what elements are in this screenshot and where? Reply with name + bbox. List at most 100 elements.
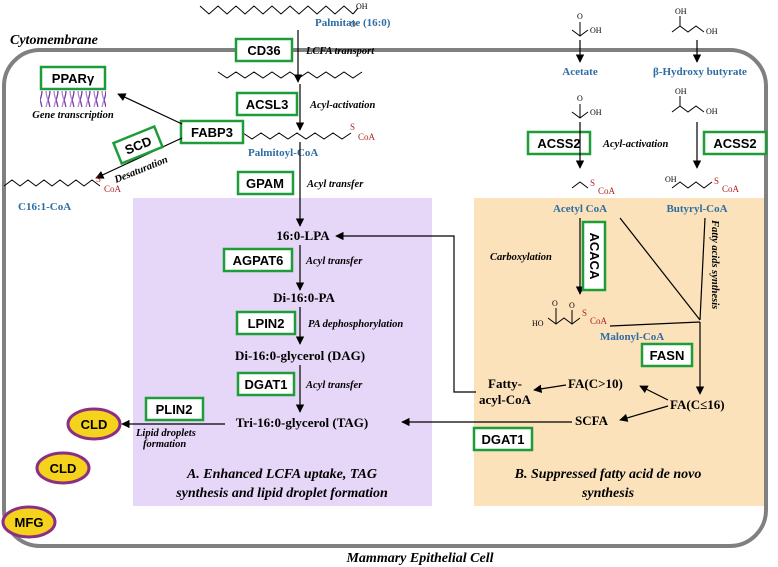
cell-label: Mammary Epithelial Cell: [345, 551, 493, 566]
c161-coa-tag: CoA: [104, 184, 122, 194]
bhb-oh: OH: [675, 7, 687, 16]
acetate-2-o: O: [577, 94, 583, 103]
malonyl-s: S: [582, 308, 587, 318]
mfg-label: MFG: [15, 515, 44, 530]
bhb-2-oh-2: OH: [706, 107, 718, 116]
c161-coa-label: C16:1-CoA: [18, 201, 71, 213]
dag-label: Di-16:0-glycerol (DAG): [235, 348, 365, 363]
line-acetyl-fasn: [619, 217, 701, 321]
acetylcoa-coa: CoA: [598, 186, 616, 196]
arrow-fatty-lpa: [335, 231, 476, 393]
lipid-droplets-label-1: Lipid droplets: [135, 428, 196, 439]
acaca-box: [581, 220, 607, 292]
fabp3-box: [179, 119, 245, 145]
panel-b-title-1: B. Suppressed fatty acid de novo: [514, 467, 702, 482]
palmitate-o: O: [350, 20, 356, 29]
scd-box: [111, 124, 165, 166]
acsl3-label: ACSL3: [246, 97, 289, 112]
acyl-transfer-2-label: Acyl transfer: [305, 256, 363, 267]
c161-chain: [3, 179, 101, 187]
acss2-right-box: [702, 130, 768, 156]
dgat1-box: [236, 371, 296, 397]
line-butyryl-fasn: [699, 217, 706, 321]
cld-droplet-1: [66, 407, 122, 441]
acyl-activation-b-label: Acyl-activation: [602, 139, 668, 150]
palmitate-inside-chain: [217, 71, 363, 79]
acetylcoa-s: S: [590, 178, 595, 188]
gpam-label: GPAM: [246, 176, 284, 191]
arrow-fagt10-fatty: [533, 384, 567, 393]
palmitate-oh: OH: [356, 2, 368, 11]
malonyl-o1: O: [552, 299, 558, 308]
bhb-label: β-Hydroxy butyrate: [653, 66, 747, 78]
pparg-label: PPARγ: [52, 71, 95, 86]
palmitoyl-s: S: [350, 122, 355, 132]
gpam-box: [236, 170, 295, 196]
dgat1-b-box: [472, 426, 534, 452]
cd36-label: CD36: [247, 43, 280, 58]
acetate-2-oh: OH: [590, 108, 602, 117]
pparg-box: [39, 65, 107, 91]
malonyl-o2: O: [569, 301, 575, 310]
fabp3-label: FABP3: [191, 125, 233, 140]
butyrylcoa-oh: OH: [665, 175, 677, 184]
cld-label-1: CLD: [81, 417, 108, 432]
butyrylcoa-coa: CoA: [722, 184, 740, 194]
arrow-fabp3-pparg: [117, 93, 183, 125]
butyrylcoa-s: S: [714, 176, 719, 186]
acsl3-box: [235, 91, 299, 117]
scfa-label: SCFA: [575, 413, 609, 428]
acss2-left-label: ACSS2: [537, 136, 580, 151]
dna-helix-icon: [40, 91, 106, 107]
cd36-box: [234, 37, 294, 63]
acss2-right-label: ACSS2: [713, 136, 756, 151]
palmitate-oh-bond: [352, 7, 359, 15]
malonyl-ho: HO: [532, 319, 544, 328]
butyryl-coa-label: Butyryl-CoA: [666, 203, 727, 215]
bhb-struct: [671, 25, 705, 33]
cld-droplet-2: [35, 451, 91, 485]
arrow-fa-scfa: [619, 405, 669, 422]
agpat6-box: [222, 247, 294, 273]
panel-b-title-2: synthesis: [581, 486, 635, 501]
acetate-oh: OH: [590, 26, 602, 35]
lpin2-label: LPIN2: [248, 316, 285, 331]
fatty-acyl-1: Fatty-: [488, 376, 522, 391]
acetyl-coa-label: Acetyl CoA: [553, 203, 607, 215]
bhb-oh-2: OH: [706, 27, 718, 36]
cytomembrane-label: Cytomembrane: [10, 33, 98, 48]
bhb-2-oh: OH: [675, 87, 687, 96]
fasn-box: [640, 342, 694, 368]
fatty-acyl-2: acyl-CoA: [479, 392, 532, 407]
acyl-activation-label: Acyl-activation: [309, 100, 375, 111]
agpat6-label: AGPAT6: [233, 253, 284, 268]
acetate-label: Acetate: [562, 66, 598, 78]
fa-synthesis-label: Fatty acids synthesis: [709, 219, 720, 309]
acss2-left-box: [526, 130, 592, 156]
lpin2-box: [235, 310, 297, 336]
pa-label: Di-16:0-PA: [273, 290, 335, 305]
butyrylcoa-struct: [671, 181, 713, 189]
palmitate-chain: [199, 5, 354, 15]
acyl-transfer-3-label: Acyl transfer: [305, 380, 363, 391]
tag-label: Tri-16:0-glycerol (TAG): [236, 415, 369, 430]
panel-b-background: [474, 198, 765, 506]
gene-transcription-label: Gene transcription: [32, 110, 114, 121]
bhb-2-struct: [671, 105, 705, 113]
panel-a-title-1: A. Enhanced LCFA uptake, TAG: [186, 467, 377, 482]
acetylcoa-struct: [571, 181, 589, 189]
dgat1-label: DGAT1: [244, 377, 287, 392]
fa-le16-label: FA(C≤16): [670, 397, 725, 412]
palmitoyl-coa-label: Palmitoyl-CoA: [248, 147, 318, 159]
acyl-transfer-1-label: Acyl transfer: [306, 179, 364, 190]
lpa-label: 16:0-LPA: [276, 228, 330, 243]
c161-s: S: [96, 174, 101, 184]
arrow-fa-fagt10: [639, 385, 669, 401]
malonyl-coa-label: Malonyl-CoA: [600, 331, 664, 343]
arrow-fabp3-c161: [95, 137, 183, 179]
plin2-box: [144, 396, 205, 422]
acaca-label: ACACA: [587, 233, 602, 281]
carboxylation-label: Carboxylation: [490, 252, 552, 263]
